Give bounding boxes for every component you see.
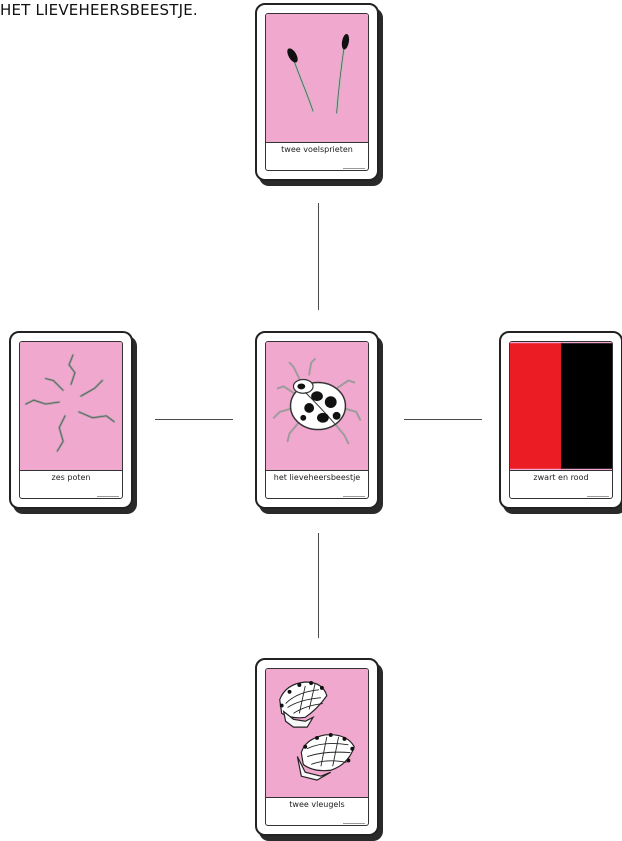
wings-icon <box>279 681 355 781</box>
card-image <box>20 342 122 471</box>
card-credit-mark <box>587 496 609 497</box>
card-image <box>266 669 368 798</box>
card-image <box>266 14 368 143</box>
card-credit-mark <box>343 168 365 169</box>
connector-left <box>155 419 233 420</box>
ladybug-icon <box>272 357 362 445</box>
color-swatch-icon <box>510 343 612 469</box>
card-label: twee vleugels <box>289 800 345 809</box>
card-ladybug: het lieveheersbeestje <box>255 331 379 509</box>
card-label: zes poten <box>51 473 91 482</box>
page-title: HET LIEVEHEERSBEESTJE. <box>0 1 198 19</box>
connector-bottom <box>318 533 319 638</box>
connector-right <box>404 419 482 420</box>
card-label: het lieveheersbeestje <box>273 473 361 482</box>
connector-top <box>318 203 319 310</box>
card-image <box>266 342 368 471</box>
card-credit-mark <box>97 496 119 497</box>
card-colors: zwart en rood <box>499 331 622 509</box>
card-image <box>510 342 612 471</box>
card-label: zwart en rood <box>533 473 589 482</box>
card-label: twee voelsprieten <box>281 145 353 154</box>
legs-icon <box>24 353 116 453</box>
card-legs: zes poten <box>9 331 133 509</box>
card-antennae: twee voelsprieten <box>255 3 379 181</box>
card-credit-mark <box>343 496 365 497</box>
antennae-icon <box>287 33 350 115</box>
card-credit-mark <box>343 823 365 824</box>
card-wings: twee vleugels <box>255 658 379 836</box>
